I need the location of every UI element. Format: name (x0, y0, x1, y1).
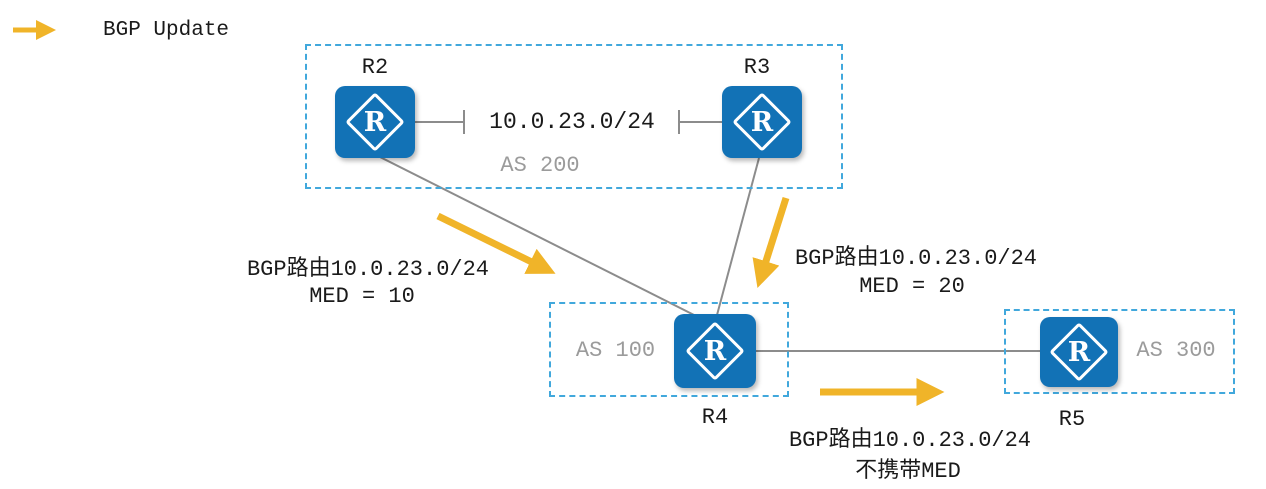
router-icon-r2: R (335, 86, 415, 158)
router-label-r3: R3 (743, 55, 771, 80)
router-label-r2: R2 (361, 55, 389, 80)
update-r2-med-label: MED = 10 (309, 284, 415, 309)
as100-label: AS 100 (575, 338, 656, 363)
router-letter: R (1067, 336, 1091, 368)
router-letter: R (750, 106, 774, 138)
link-label: 10.0.23.0/24 (489, 109, 655, 135)
link-r3-r4 (716, 157, 760, 316)
router-icon-r3: R (722, 86, 802, 158)
as200-label: AS 200 (500, 153, 580, 178)
as300-label: AS 300 (1136, 338, 1216, 363)
as200-box (305, 44, 843, 189)
router-icon-r4: R (674, 314, 756, 388)
update-r3-route-label: BGP路由10.0.23.0/24 (794, 246, 1038, 271)
legend-label: BGP Update (103, 19, 230, 42)
update-arrow-r3-to-r4 (752, 196, 790, 289)
update-r3-med-label: MED = 20 (859, 274, 965, 299)
link-r2-r4 (379, 156, 705, 321)
update-r4-med-label: 不携带MED (855, 459, 961, 484)
router-label-r5: R5 (1058, 407, 1086, 432)
update-arrow-r2-to-r4 (436, 212, 556, 274)
router-label-r4: R4 (701, 405, 729, 430)
router-icon-r5: R (1040, 317, 1118, 387)
update-r4-route-label: BGP路由10.0.23.0/24 (788, 428, 1032, 453)
update-r2-route-label: BGP路由10.0.23.0/24 (246, 257, 490, 282)
as300-box (1004, 309, 1235, 394)
as100-box (549, 302, 789, 397)
router-letter: R (363, 106, 387, 138)
router-letter: R (703, 335, 727, 367)
